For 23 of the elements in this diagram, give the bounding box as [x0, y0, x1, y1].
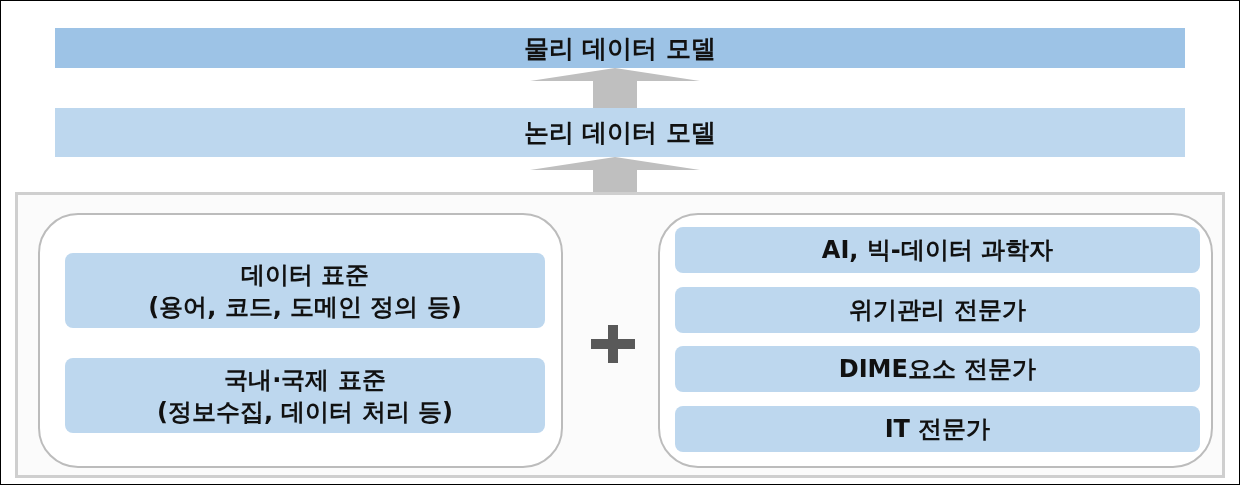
role-box — [675, 406, 1200, 452]
block-arrow — [530, 68, 700, 108]
block-arrow — [530, 157, 700, 192]
header-bar — [55, 28, 1185, 68]
box-subtext: (용어, 코드, 도메인 정의 등) — [148, 291, 462, 323]
role-box — [675, 346, 1200, 392]
box-label: 위기관리 전문가 — [849, 295, 1026, 326]
role-box — [675, 287, 1200, 333]
box-label: AI, 빅-데이터 과학자 — [821, 235, 1054, 266]
box-label: 논리 데이터 모델 — [523, 117, 717, 149]
group-panel — [15, 192, 1225, 478]
role-box — [675, 227, 1200, 273]
standard-box — [65, 253, 545, 328]
box-label: IT 전문가 — [884, 414, 991, 445]
group-panel — [38, 213, 563, 468]
standard-box — [65, 358, 545, 433]
group-panel — [658, 213, 1213, 468]
box-label: 데이터 표준 — [240, 259, 370, 291]
box-label: DIME요소 전문가 — [838, 354, 1037, 385]
box-label: 국내·국제 표준 — [224, 364, 386, 396]
box-subtext: (정보수집, 데이터 처리 등) — [156, 396, 454, 428]
box-label: 물리 데이터 모델 — [523, 32, 717, 65]
header-bar — [55, 108, 1185, 157]
